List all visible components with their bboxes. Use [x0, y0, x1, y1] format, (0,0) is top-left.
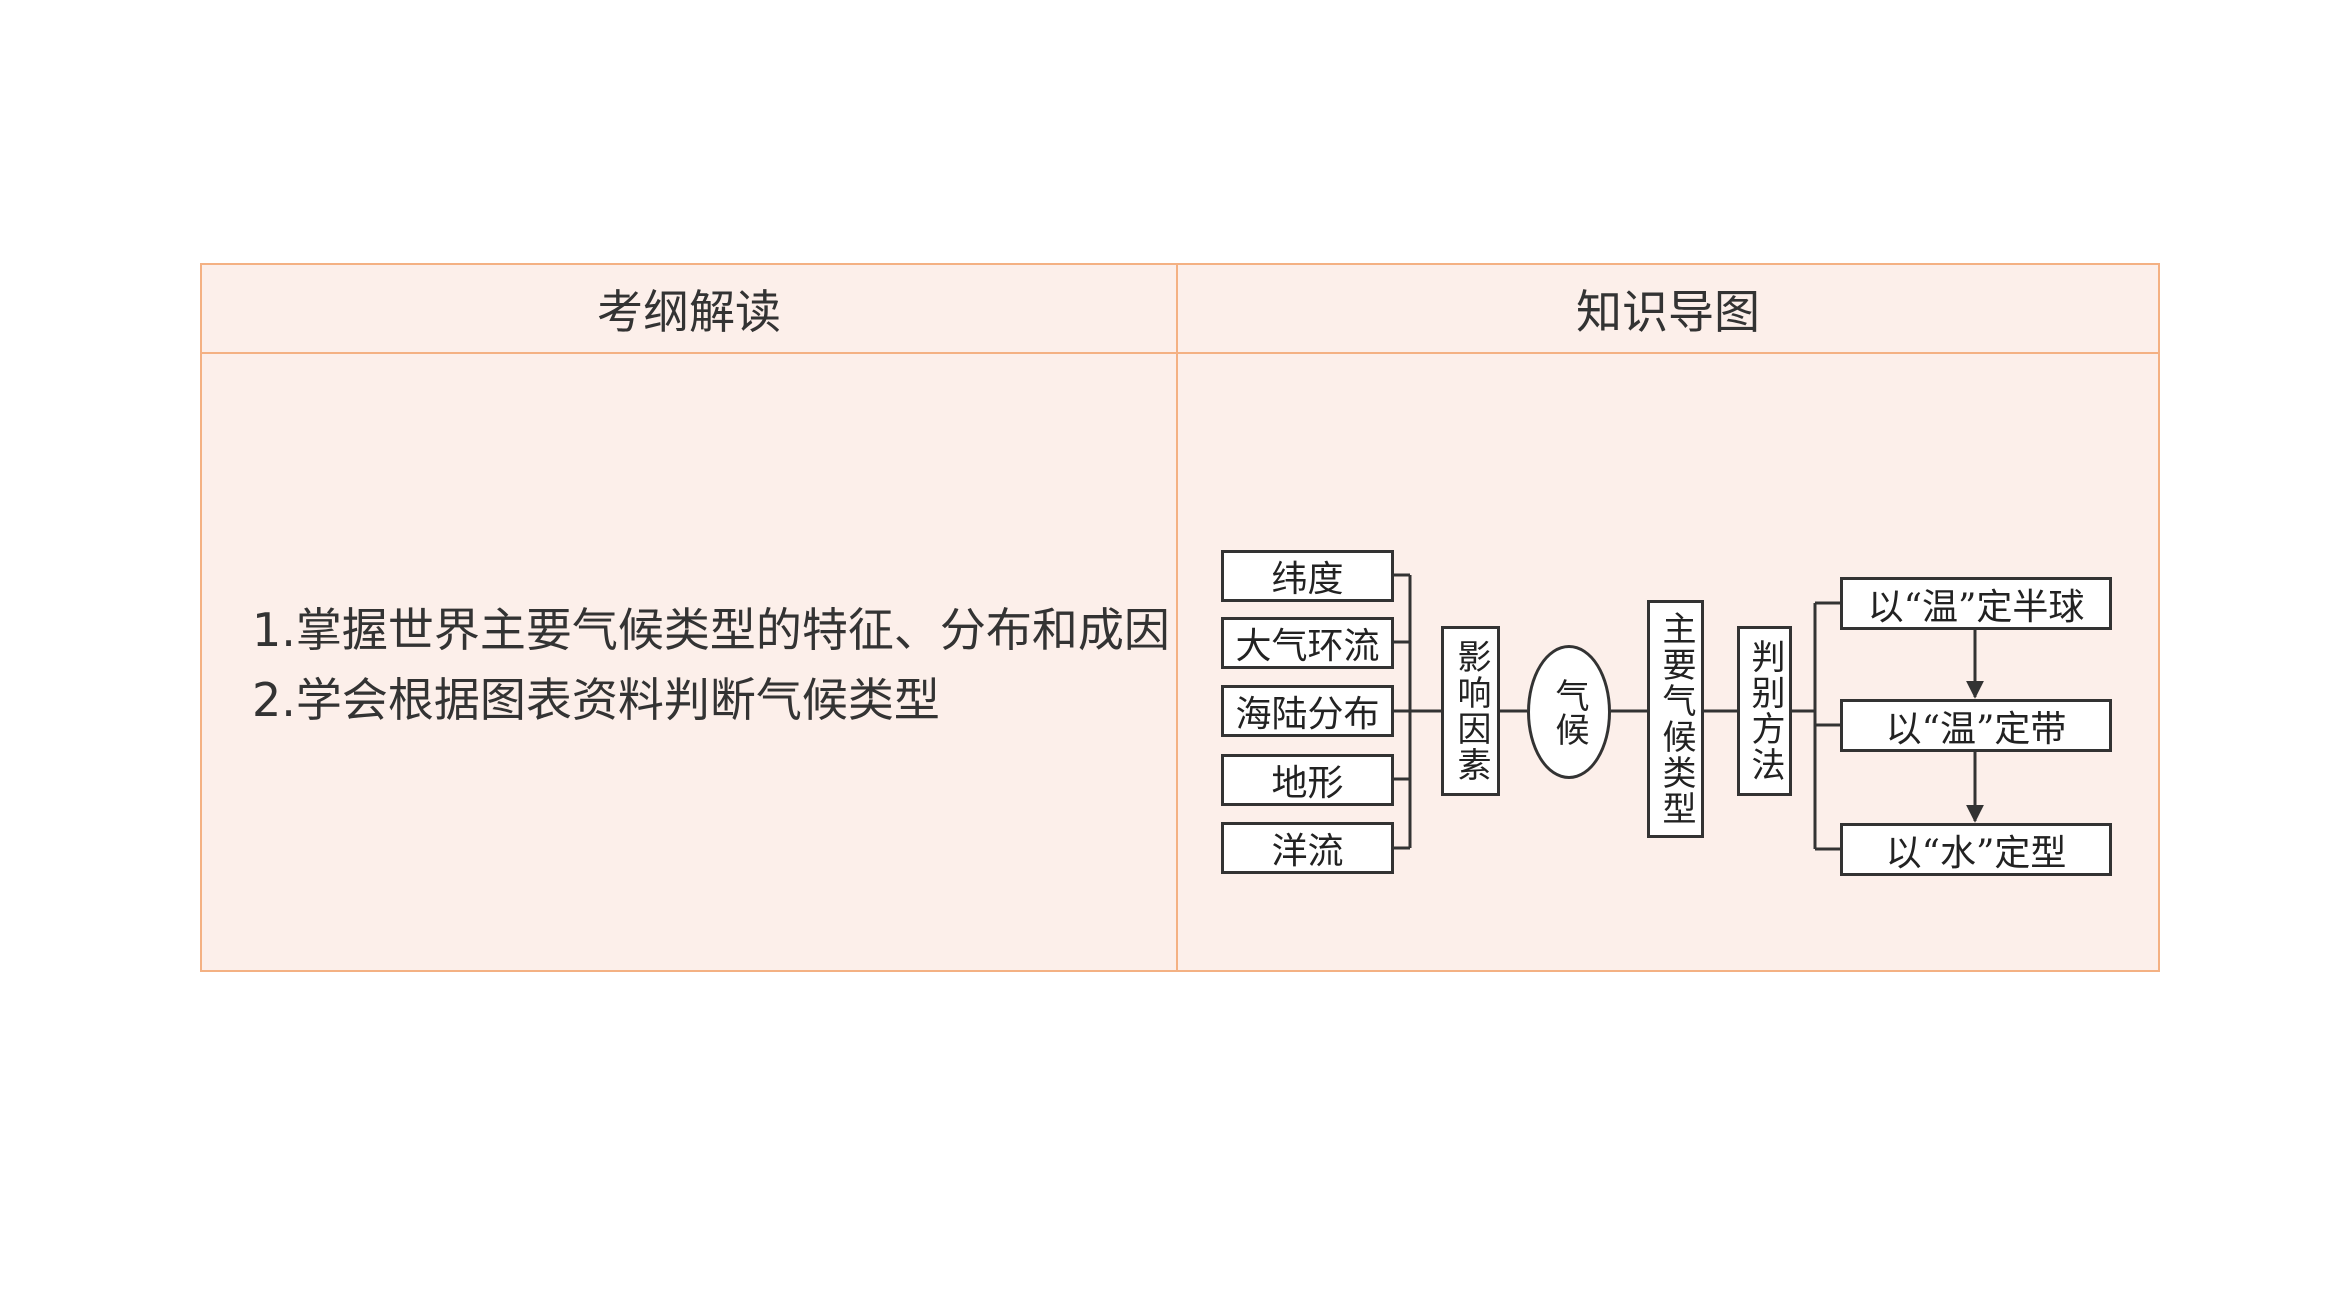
- factor-terrain: 地形: [1221, 754, 1394, 806]
- objectives-list: 1.掌握世界主要气候类型的特征、分布和成因 2.学会根据图表资料判断气候类型: [252, 595, 1172, 735]
- judgement-method-box: 判别方法: [1737, 626, 1792, 796]
- climate-center-node: 气候: [1527, 645, 1611, 779]
- climate-types-box: 主要气候类型: [1647, 600, 1704, 838]
- header-mindmap: 知识导图: [1576, 284, 1760, 339]
- column-divider: [1176, 265, 1178, 970]
- knowledge-mindmap: 纬度 大气环流 海陆分布 地形 洋流 影响因素 气候 主要气候类型 判别方法 以…: [1178, 354, 2158, 970]
- influence-factors-box: 影响因素: [1441, 626, 1500, 796]
- factor-latitude: 纬度: [1221, 550, 1394, 602]
- method-zone: 以“温”定带: [1840, 699, 2112, 752]
- content-table: 考纲解读 知识导图 1.掌握世界主要气候类型的特征、分布和成因 2.学会根据图表…: [200, 263, 2160, 972]
- objective-item: 1.掌握世界主要气候类型的特征、分布和成因: [252, 603, 1170, 657]
- factor-land-sea: 海陆分布: [1221, 685, 1394, 737]
- header-syllabus: 考纲解读: [597, 284, 781, 339]
- mindmap-connectors: [1394, 573, 1984, 851]
- row-divider: [202, 352, 2158, 354]
- factor-current: 洋流: [1221, 822, 1394, 874]
- objective-item: 2.学会根据图表资料判断气候类型: [252, 673, 940, 727]
- method-type: 以“水”定型: [1840, 823, 2112, 876]
- factor-circulation: 大气环流: [1221, 617, 1394, 669]
- method-hemisphere: 以“温”定半球: [1840, 577, 2112, 630]
